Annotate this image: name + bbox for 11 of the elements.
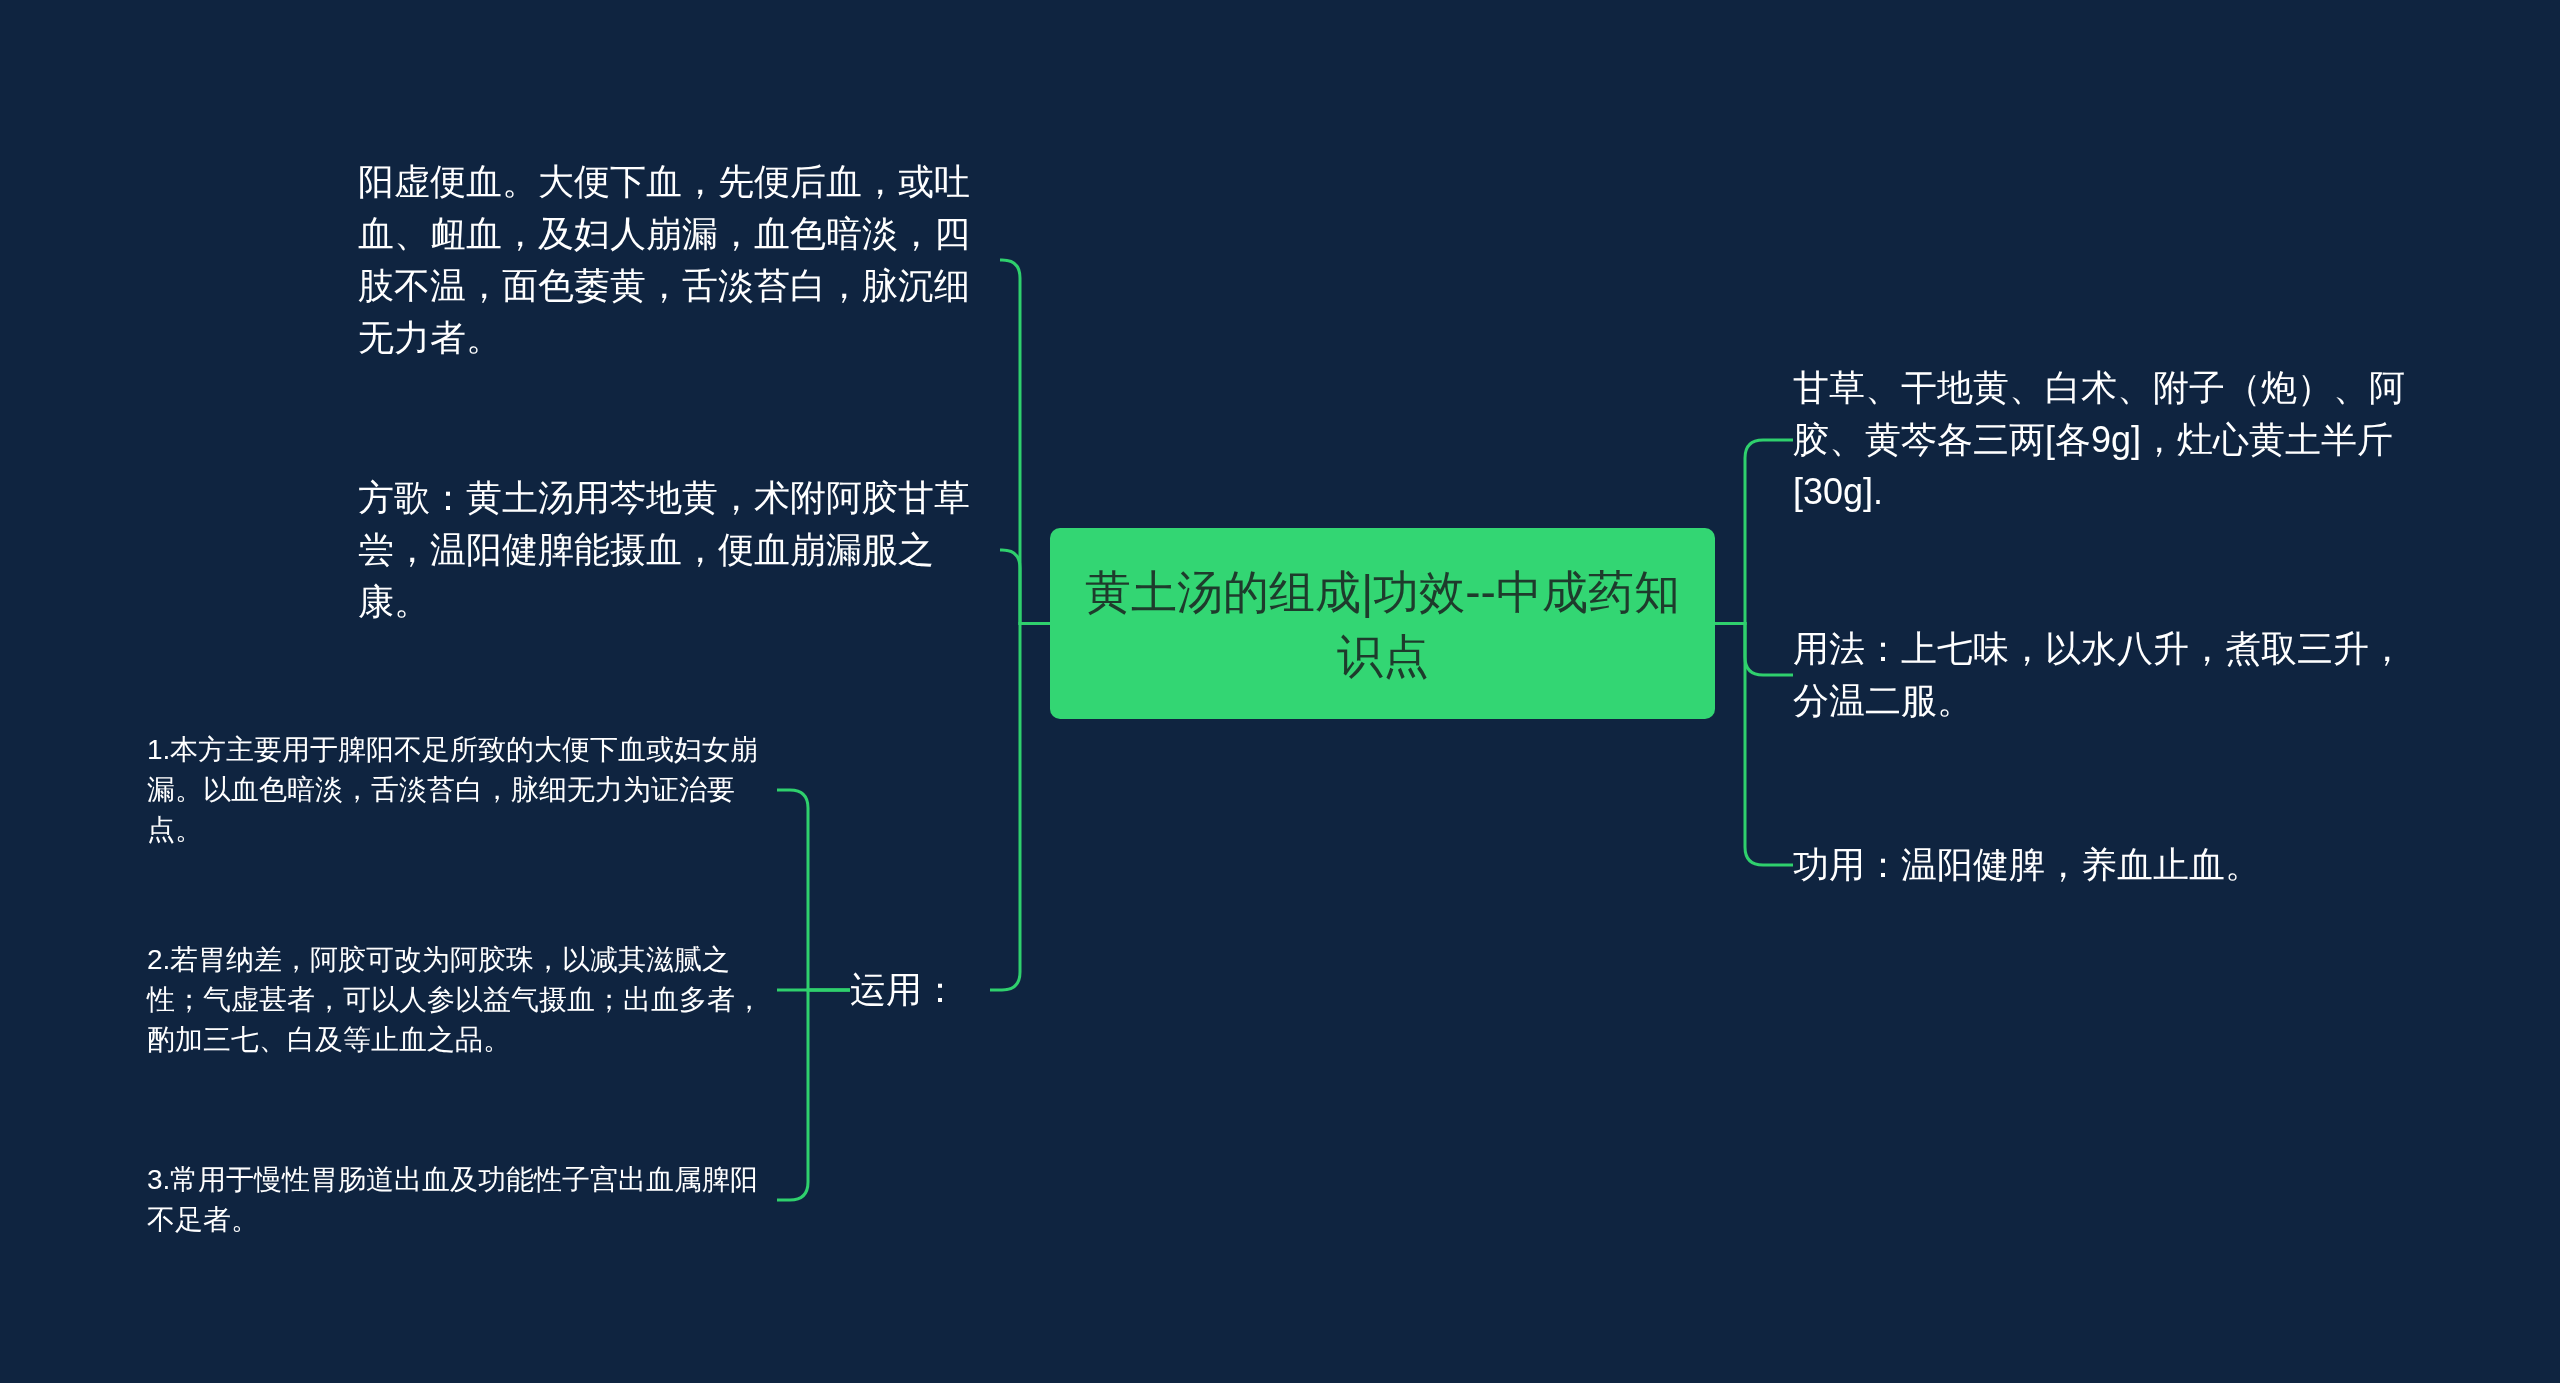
topic-text: 用法：上七味，以水八升，煮取三升，分温二服。 — [1793, 610, 2423, 740]
topic-text: 2.若胃纳差，阿胶可改为阿胶珠，以减其滋腻之性；气虚甚者，可以人参以益气摄血；出血多者，酌加三七、白及等止血之品。 — [147, 930, 777, 1070]
topic-text: 1.本方主要用于脾阳不足所致的大便下血或妇女崩漏。以血色暗淡，舌淡苔白，脉细无力为证治要点。 — [147, 720, 777, 860]
topic-text: 甘草、干地黄、白术、附子（炮）、阿胶、黄芩各三两[各9g]，灶心黄土半斤[30g]. — [1793, 355, 2423, 525]
topic-text: 阳虚便血。大便下血，先便后血，或吐血、衄血，及妇人崩漏，血色暗淡，四肢不温，面色萎黄，舌淡苔白，脉沉细无力者。 — [358, 140, 1000, 380]
topic-text: 方歌：黄土汤用芩地黄，术附阿胶甘草尝，温阳健脾能摄血，便血崩漏服之康。 — [358, 455, 1000, 645]
topic-text: 3.常用于慢性胃肠道出血及功能性子宫出血属脾阳不足者。 — [147, 1150, 777, 1250]
topic-text: 功用：温阳健脾，养血止血。 — [1793, 830, 2423, 900]
topic-text: 运用： — [850, 960, 990, 1020]
connector-line — [1715, 622, 1793, 867]
topic-box: 黄土汤的组成|功效--中成药知识点 — [1050, 528, 1715, 719]
